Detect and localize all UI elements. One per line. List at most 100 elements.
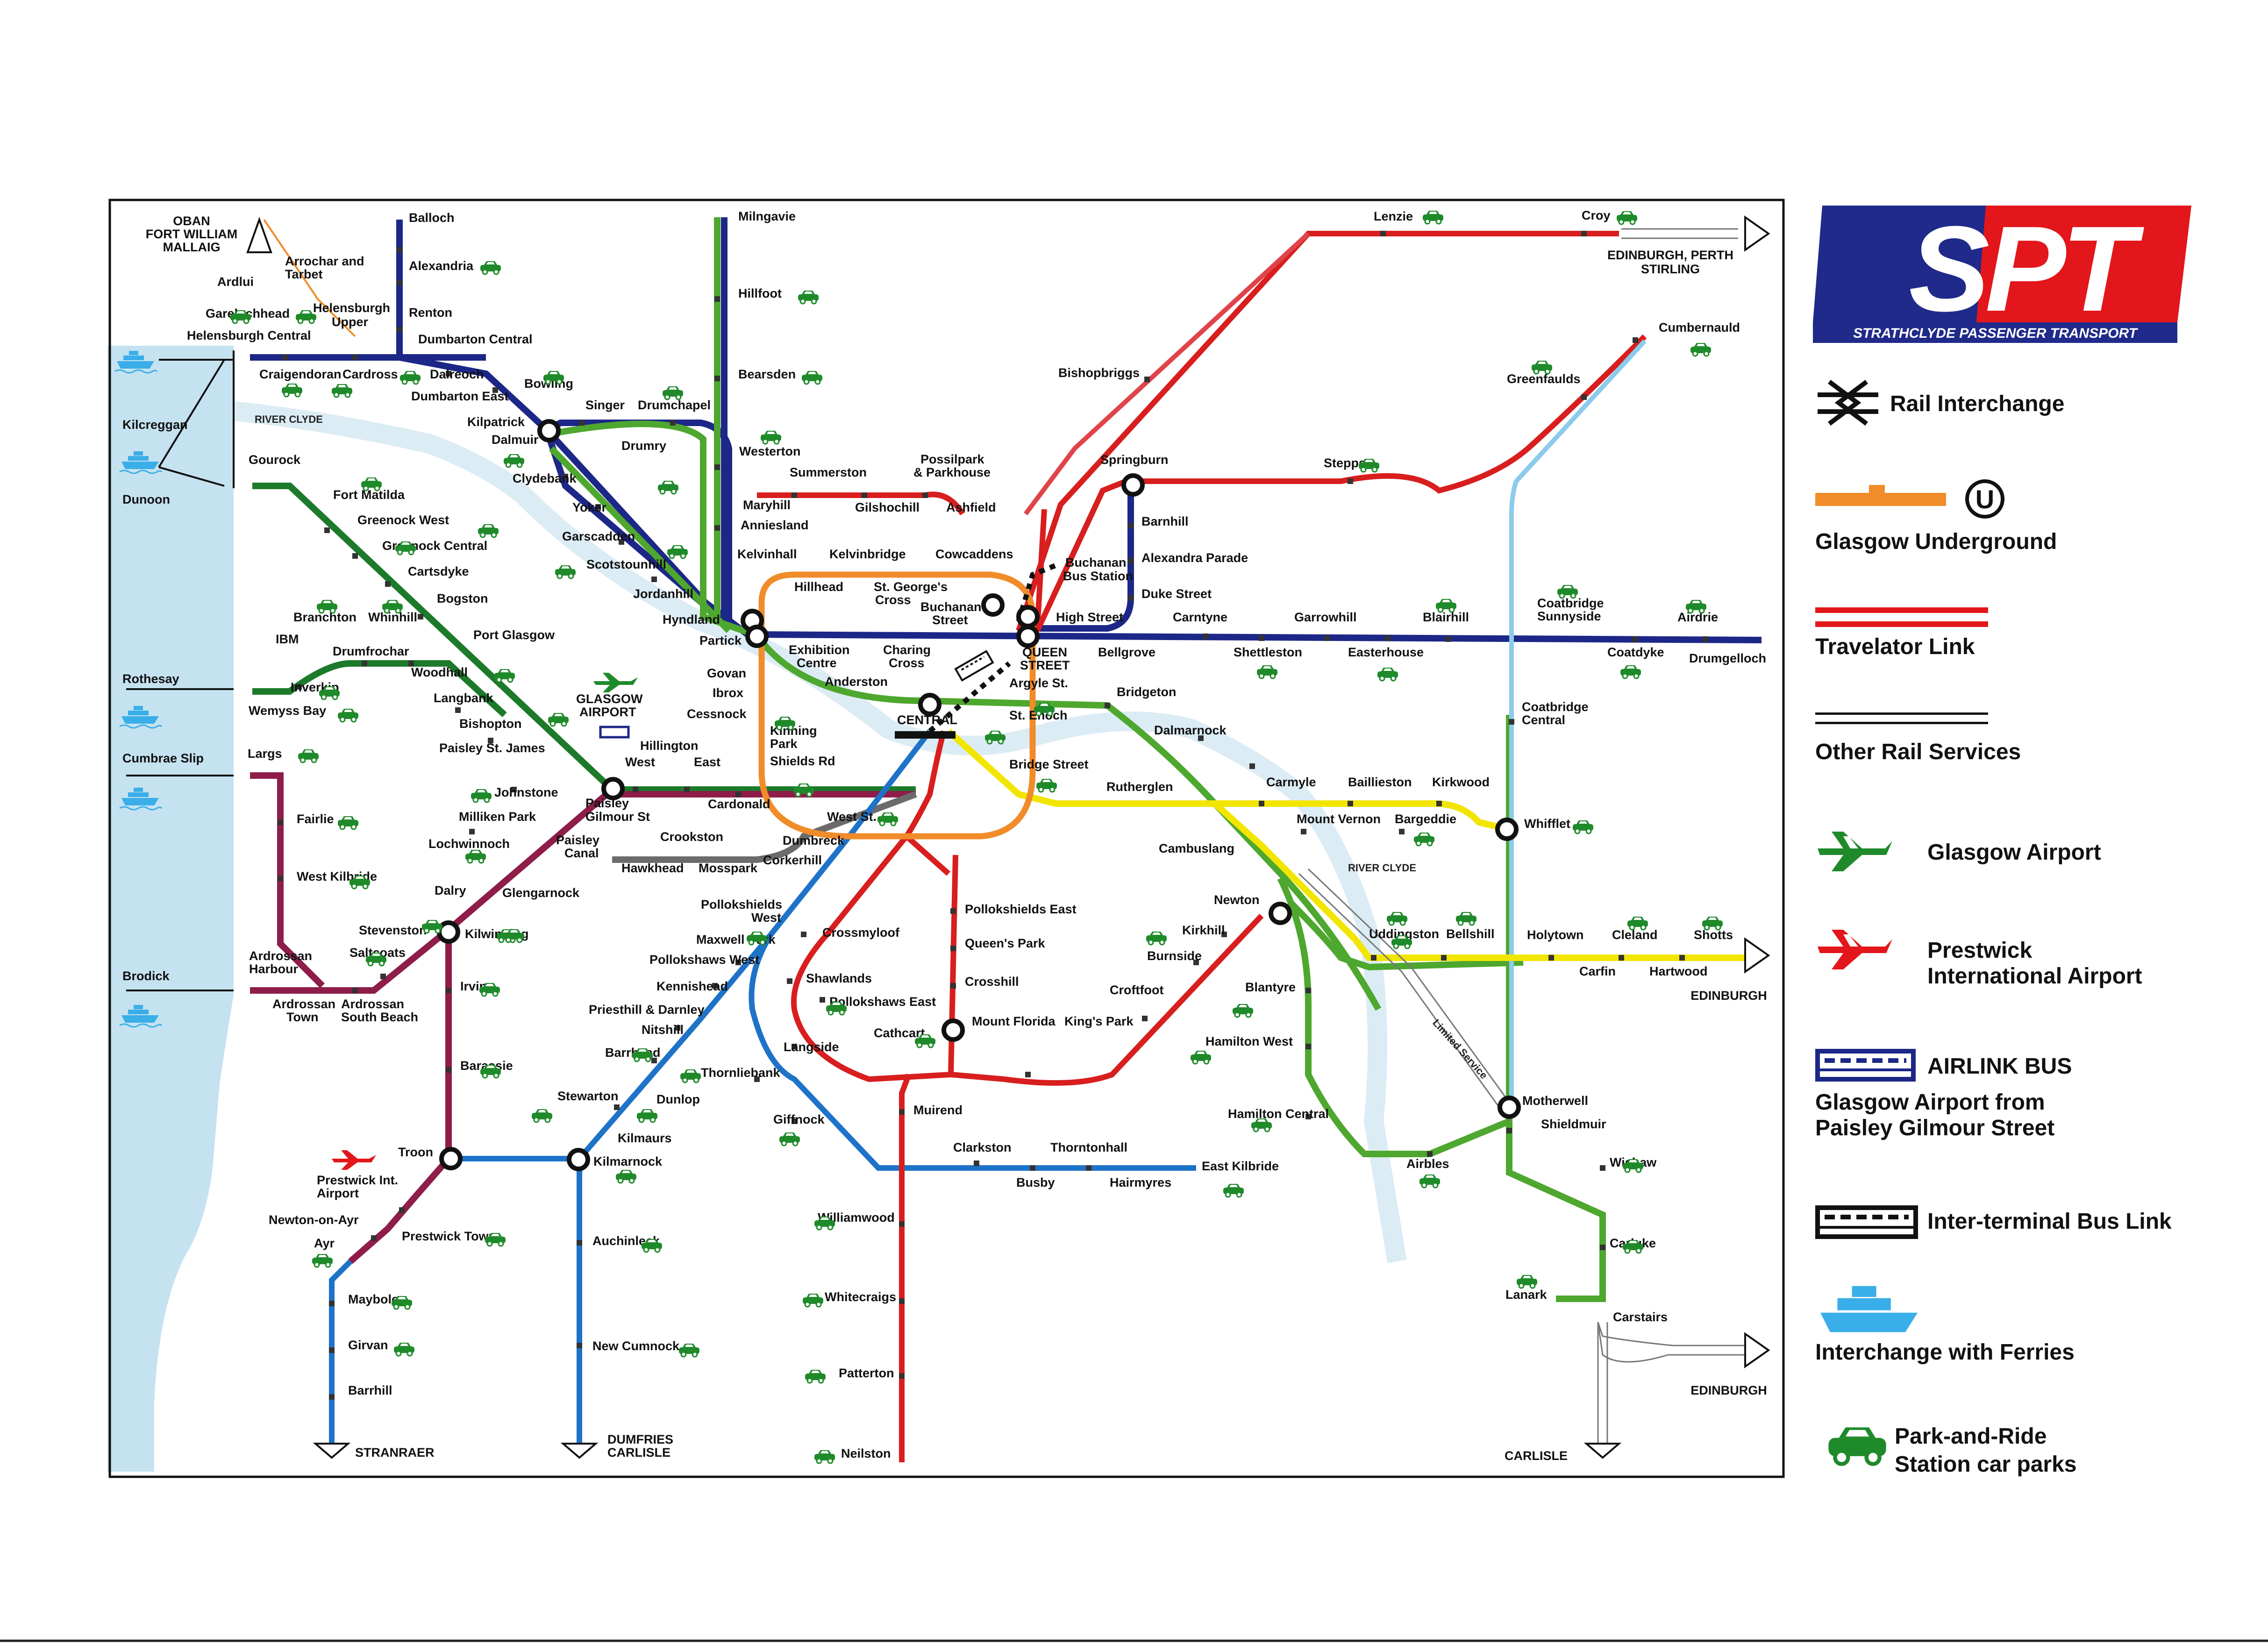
- logo-subtitle: STRATHCLYDE PASSENGER TRANSPORT: [1853, 326, 2138, 341]
- park-and-ride-icon: [797, 290, 820, 305]
- park-and-ride-icon: [1222, 1183, 1245, 1198]
- station-bellshill: Bellshill: [1446, 927, 1495, 941]
- station-priesthill: Priesthill & Darnley: [589, 1003, 705, 1017]
- station-tick: [455, 707, 461, 713]
- station-tick: [397, 327, 402, 332]
- station-tick: [1371, 955, 1376, 961]
- airlink-bus-icon: [1815, 1049, 1916, 1082]
- firth-of-clyde: [107, 346, 234, 1472]
- walk-link: [1016, 563, 1057, 622]
- airport-plane-icon: [593, 673, 638, 692]
- park-and-ride-icon: [1619, 664, 1642, 679]
- interchange-partick: [748, 627, 766, 646]
- station-dalmarnock: Dalmarnock: [1154, 723, 1227, 737]
- ferry-icon: [1820, 1286, 1918, 1332]
- underground-badge: U: [1976, 484, 1994, 514]
- dest-mallaig: MALLAIG: [163, 240, 221, 254]
- station-baillieston: Baillieston: [1348, 775, 1412, 789]
- station-fort-matilda: Fort Matilda: [333, 488, 405, 502]
- park-and-ride-icon: [1256, 664, 1278, 679]
- park-and-ride-icon: [1190, 1050, 1212, 1065]
- station-tick: [1548, 955, 1554, 961]
- park-and-ride-icon: [393, 1342, 415, 1357]
- station-whinhill: Whinhill: [368, 610, 417, 624]
- station-johnstone: Johnstone: [494, 785, 558, 799]
- station-bearsden: Bearsden: [738, 367, 796, 381]
- park-and-ride-icon: [778, 1132, 801, 1146]
- station-hillington-west: West: [625, 755, 655, 769]
- station-tick: [651, 1058, 657, 1063]
- station-bellgrove: Bellgrove: [1098, 645, 1155, 659]
- airlink-bus-map-icon: [599, 726, 630, 739]
- station-tick: [446, 1067, 451, 1073]
- legend-label-2: International Airport: [1927, 964, 2142, 989]
- spt-logo: SPT STRATHCLYDE PASSENGER TRANSPORT: [1813, 201, 2191, 343]
- station-kennishead: Kennishead: [656, 979, 728, 993]
- station-tick: [862, 492, 867, 498]
- station-tick: [792, 492, 797, 498]
- station-pollokshields-west-2: West: [751, 911, 781, 925]
- legend-label-2: Glasgow Airport from: [1815, 1090, 2045, 1115]
- inter-terminal-bus-map-icon: [954, 650, 994, 682]
- station-milliken-park: Milliken Park: [459, 810, 536, 824]
- inter-terminal-bus-icon: [1815, 1205, 1918, 1239]
- central-station-bar: [895, 731, 956, 739]
- station-thornliebank: Thornliebank: [701, 1066, 780, 1080]
- station-tick: [633, 787, 638, 792]
- park-and-ride-icon: [1828, 1427, 1886, 1466]
- station-croy: Croy: [1582, 208, 1611, 222]
- line-lenzie: [1024, 232, 1310, 515]
- park-and-ride-icon: [1690, 342, 1712, 357]
- logo-text: SPT: [1909, 201, 2145, 337]
- station-springburn: Springburn: [1100, 453, 1168, 467]
- ferry-rothesay: Rothesay: [122, 672, 179, 686]
- station-coatbridge-sunnyside: Coatbridge: [1537, 596, 1604, 610]
- station-argyle-st: Argyle St.: [1009, 676, 1068, 690]
- station-buchanan-bus-2: Bus Station: [1063, 569, 1133, 583]
- station-buchanan-bus: Buchanan: [1065, 555, 1127, 570]
- station-st-georges-2: Cross: [875, 593, 911, 607]
- station-tick: [714, 376, 720, 381]
- station-cartsdyke: Cartsdyke: [408, 564, 469, 578]
- station-tick: [1030, 1165, 1035, 1171]
- station-tick: [469, 829, 475, 834]
- station-hyndland: Hyndland: [663, 612, 720, 627]
- station-tick: [899, 1373, 905, 1379]
- station-glengarnock: Glengarnock: [502, 886, 580, 900]
- station-giffnock: Giffnock: [773, 1112, 825, 1126]
- park-and-ride-icon: [615, 1169, 637, 1184]
- station-lochwinnoch: Lochwinnoch: [428, 837, 510, 851]
- station-tick: [651, 577, 657, 582]
- station-tick: [1581, 394, 1587, 400]
- station-tick: [899, 1109, 905, 1115]
- station-tick: [511, 787, 517, 792]
- park-and-ride-icon: [1616, 210, 1638, 225]
- ferry-cumbrae: Cumbrae Slip: [122, 751, 204, 765]
- station-tick: [1086, 1165, 1091, 1171]
- station-easterhouse: Easterhouse: [1348, 645, 1424, 659]
- park-and-ride-icon: [331, 383, 353, 398]
- station-glasgow-airport: GLASGOW: [576, 692, 643, 706]
- station-cardonald: Cardonald: [708, 797, 770, 811]
- station-patterton: Patterton: [839, 1366, 894, 1380]
- station-airdrie: Airdrie: [1677, 610, 1718, 624]
- station-hamilton-west: Hamilton West: [1205, 1034, 1293, 1048]
- station-tick: [1259, 801, 1264, 806]
- station-ayr: Ayr: [314, 1236, 335, 1250]
- station-tick: [595, 504, 601, 510]
- station-queen-street: QUEEN: [1022, 645, 1067, 659]
- station-cumbernauld: Cumbernauld: [1659, 320, 1740, 335]
- station-tick: [399, 1207, 405, 1213]
- park-and-ride-icon: [531, 1108, 553, 1123]
- legend-label: Other Rail Services: [1815, 740, 2021, 764]
- station-bogston: Bogston: [437, 591, 488, 605]
- station-lanark: Lanark: [1505, 1288, 1548, 1302]
- station-tick: [714, 296, 720, 302]
- station-ibrox: Ibrox: [713, 686, 743, 700]
- park-and-ride-icon: [1413, 832, 1435, 847]
- station-tick: [1703, 636, 1708, 642]
- station-garrowhill: Garrowhill: [1294, 610, 1357, 624]
- station-busby: Busby: [1016, 1175, 1055, 1189]
- station-ardrossan-harbour-2: Harbour: [249, 962, 299, 976]
- station-tick: [1427, 1151, 1433, 1157]
